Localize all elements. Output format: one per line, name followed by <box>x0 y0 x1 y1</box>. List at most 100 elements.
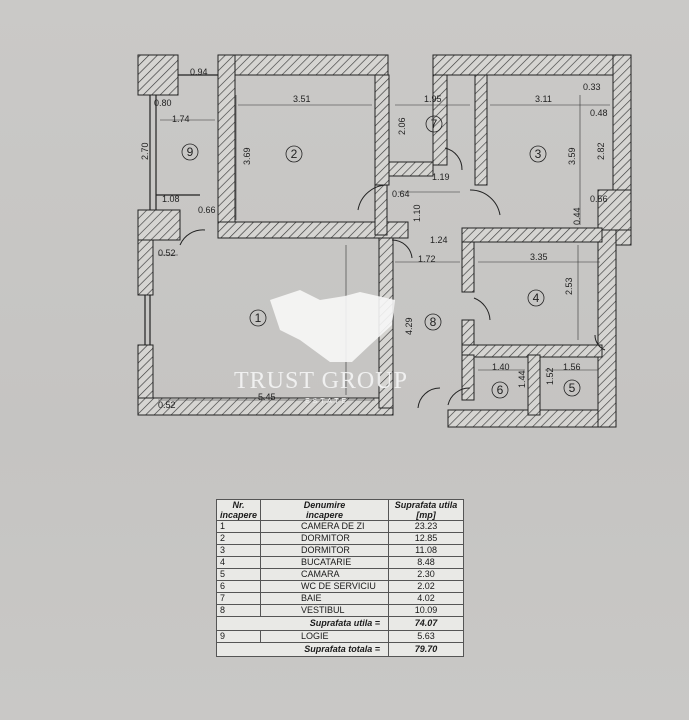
useful-area-row: Suprafata utila = 74.07 <box>215 616 464 631</box>
room-number: 5 <box>569 381 576 395</box>
room-marker-1 <box>249 309 267 327</box>
dim-label: 4.29 <box>404 317 414 335</box>
watermark-brand: TRUST GROUP <box>234 368 408 394</box>
total-area-row: Suprafata totala = 79.70 <box>215 642 464 657</box>
dim-label: 1.95 <box>424 94 442 104</box>
dim-label: 1.52 <box>545 367 555 385</box>
dim-label: 0.44 <box>572 207 582 225</box>
table-cell-area: 11.08 <box>388 544 464 557</box>
table-cell-name: DORMITOR <box>260 544 390 557</box>
room-marker-5 <box>563 379 581 397</box>
dimension-lines <box>158 95 610 401</box>
door-swings <box>179 147 606 409</box>
dim-label: 5.45 <box>258 392 276 402</box>
dim-label: 2.70 <box>140 142 150 160</box>
table-cell-area: 2.30 <box>388 568 464 581</box>
dim-label: 2.06 <box>397 117 407 135</box>
useful-area-value: 74.07 <box>388 616 464 631</box>
table-cell-name: CAMARA <box>260 568 390 581</box>
table-cell-nr: 6 <box>215 580 262 593</box>
table-cell-name: BUCATARIE <box>260 556 390 569</box>
room-number: 7 <box>431 117 438 131</box>
dim-label: 0.80 <box>154 98 172 108</box>
room-number: 9 <box>187 145 194 159</box>
table-cell-nr: 2 <box>215 532 262 545</box>
room-marker-8 <box>424 313 442 331</box>
room-numbers: 1 2 3 4 5 6 7 8 9 <box>187 117 576 397</box>
dim-label: 0.52 <box>158 400 176 410</box>
room-markers <box>181 115 581 399</box>
dim-label: 1.74 <box>172 114 190 124</box>
dim-label: 1.19 <box>432 172 450 182</box>
table-cell-nr: 8 <box>215 604 262 617</box>
total-area-label: Suprafata totala = <box>215 642 390 657</box>
table-cell-nr: 7 <box>215 592 262 605</box>
dim-label: 0.56 <box>590 194 608 204</box>
dim-label: 3.59 <box>567 147 577 165</box>
table-cell-nr: 4 <box>215 556 262 569</box>
room-marker-7 <box>425 115 443 133</box>
dim-label: 1.10 <box>412 204 422 222</box>
room-number: 4 <box>533 291 540 305</box>
dim-label: 3.69 <box>242 147 252 165</box>
loggia-name: LOGIE <box>260 630 390 643</box>
table-cell-name: CAMERA DE ZI <box>260 520 390 533</box>
room-number: 6 <box>497 383 504 397</box>
dimension-labels: 0.94 0.80 1.74 2.70 1.08 0.66 3.51 3.69 … <box>140 67 608 410</box>
table-cell-name: VESTIBUL <box>260 604 390 617</box>
dim-label: 3.11 <box>535 94 552 104</box>
watermark-subtitle: ESTATE <box>305 398 350 405</box>
dim-label: 1.40 <box>492 362 510 372</box>
room-marker-9 <box>181 143 199 161</box>
dim-label: 0.52 <box>158 248 176 258</box>
room-marker-3 <box>529 145 547 163</box>
room-number: 1 <box>255 311 262 325</box>
table-cell-area: 2.02 <box>388 580 464 593</box>
dim-label: 3.51 <box>293 94 311 104</box>
dim-label: 0.66 <box>198 205 216 215</box>
table-cell-nr: 5 <box>215 568 262 581</box>
handshake-logo-icon <box>270 290 395 362</box>
dim-label: 1.24 <box>430 235 448 245</box>
dim-label: 0.48 <box>590 108 608 118</box>
total-area-value: 79.70 <box>388 642 464 657</box>
dim-label: 1.56 <box>563 362 581 372</box>
room-number: 3 <box>535 147 542 161</box>
table-cell-name: DORMITOR <box>260 532 390 545</box>
table-cell-name: WC DE SERVICIU <box>260 580 390 593</box>
dim-label: 2.53 <box>564 277 574 295</box>
table-cell-area: 12.85 <box>388 532 464 545</box>
dim-label: 2.82 <box>596 142 606 160</box>
loggia-row: 9 LOGIE 5.63 <box>215 630 464 643</box>
table-cell-area: 8.48 <box>388 556 464 569</box>
header-area: Suprafata utila[mp] <box>388 499 464 521</box>
floor-plan-drawing: 0.94 0.80 1.74 2.70 1.08 0.66 3.51 3.69 … <box>137 54 632 428</box>
useful-area-label: Suprafata utila = <box>215 616 390 631</box>
dim-label: 1.08 <box>162 194 180 204</box>
interior-walls <box>217 74 603 416</box>
header-nr: Nr.incapere <box>215 499 262 521</box>
dim-label: 0.64 <box>392 189 410 199</box>
loggia-outline <box>144 74 218 345</box>
dim-label: 1.72 <box>418 254 436 264</box>
room-marker-4 <box>527 289 545 307</box>
loggia-nr: 9 <box>215 630 262 643</box>
dim-label: 3.35 <box>530 252 548 262</box>
table-cell-nr: 1 <box>215 520 262 533</box>
room-marker-2 <box>285 145 303 163</box>
table-cell-area: 10.09 <box>388 604 464 617</box>
exterior-walls <box>137 54 632 428</box>
dim-label: 0.33 <box>583 82 601 92</box>
table-cell-nr: 3 <box>215 544 262 557</box>
